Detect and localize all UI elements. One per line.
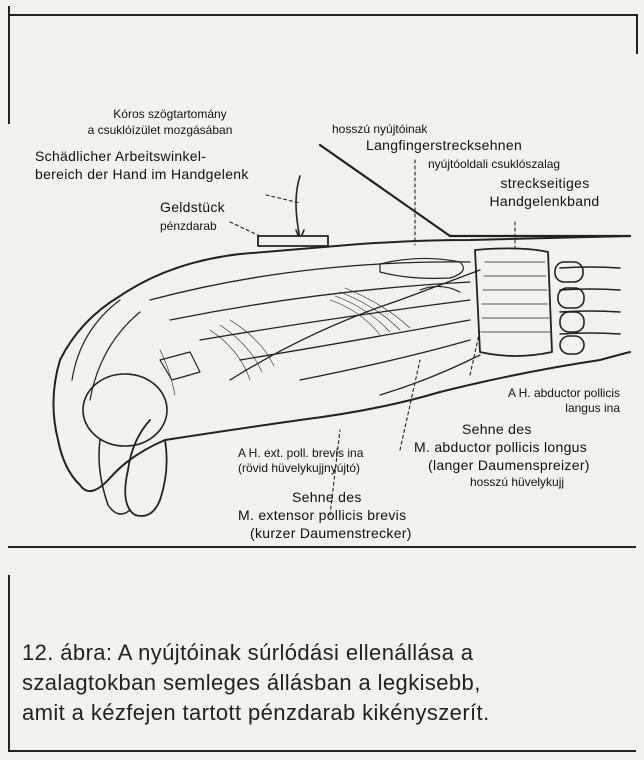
abductor-label-hu-line1: A H. abductor pollicis	[430, 387, 620, 400]
angle-label-hu-line2: a csuklóízület mozgásában	[55, 124, 265, 137]
band-label-de-line1: streckseitiges	[470, 176, 620, 191]
epb-label-hu-line2: (rövid hüvelykujjnyújtó)	[238, 462, 360, 475]
caption-line-3: amit a kézfejen tartott pénzdarab kikény…	[22, 698, 634, 728]
epb-label-de-line2: M. extensor pollicis brevis	[238, 508, 406, 523]
epb-label-de-line3: (kurzer Daumenstrecker)	[250, 526, 412, 541]
epb-label-hu-line1: A H. ext. poll. brevis ina	[238, 447, 363, 460]
extensor-label-de: Langfingerstrecksehnen	[366, 138, 522, 153]
epb-label-de-line1: Sehne des	[292, 490, 362, 505]
abductor-label-de-line3: (langer Daumenspreizer)	[428, 458, 590, 473]
wrist-band	[475, 248, 552, 356]
abductor-label-hu-line3: hosszú hüvelykujj	[470, 476, 564, 489]
thumb-outline	[125, 420, 166, 516]
band-label-hu: nyújtóoldali csuklószalag	[428, 158, 560, 171]
coin-label-de: Geldstück	[160, 200, 225, 215]
angle-label-de-line1: Schädlicher Arbeitswinkel-	[35, 149, 206, 164]
extensor-label-hu: hosszú nyújtóinak	[332, 123, 427, 136]
abductor-label-de-line1: Sehne des	[462, 422, 532, 437]
abductor-label-hu-line2: langus ina	[430, 402, 620, 415]
angle-label-hu-line1: Kóros szögtartomány	[75, 108, 265, 121]
caption-line-1: 12. ábra: A nyújtóinak súrlódási ellenál…	[22, 638, 634, 668]
caption-line-2: szalagtokban semleges állásban a legkise…	[22, 668, 634, 698]
angle-arrow	[296, 176, 300, 238]
abductor-label-de-line2: M. abductor pollicis longus	[414, 440, 587, 455]
angle-label-de-line2: bereich der Hand im Handgelenk	[35, 167, 249, 182]
coin-label-hu: pénzdarab	[160, 220, 217, 233]
figure-caption: 12. ábra: A nyújtóinak súrlódási ellenál…	[22, 638, 634, 728]
thumb-tip	[83, 374, 167, 446]
band-label-de-line2: Handgelenkband	[462, 194, 627, 209]
coin-shape	[258, 236, 328, 246]
